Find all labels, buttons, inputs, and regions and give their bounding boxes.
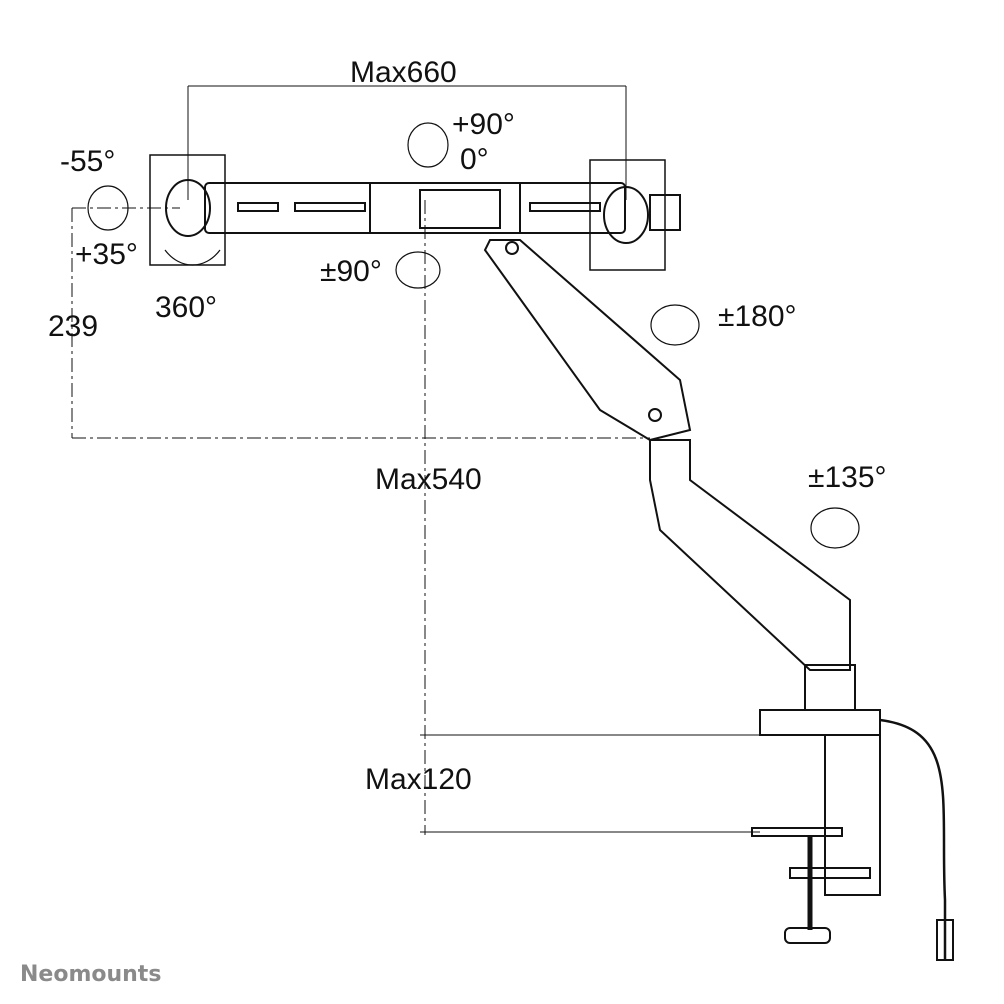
- dimension-lines: [71, 85, 760, 835]
- vesa-plate-left: [149, 154, 226, 266]
- max120-label: Max120: [365, 763, 472, 796]
- lower-arm-rotate-label: ±135°: [808, 461, 887, 494]
- swivel-plus90-label: +90°: [452, 108, 515, 141]
- rotation-arrows: [87, 122, 860, 549]
- max540-label: Max540: [375, 463, 482, 496]
- upper-arm: [483, 239, 692, 442]
- desk-clamp: [751, 709, 954, 961]
- neomounts-logo: Neomounts: [20, 962, 162, 987]
- vesa-plate-right: [589, 159, 681, 271]
- swivel-zero-label: 0°: [460, 143, 489, 176]
- upper-arm-rotate-label: ±180°: [718, 300, 797, 333]
- bar-rotate-label: ±90°: [320, 255, 382, 288]
- tilt-down-label: +35°: [75, 238, 138, 271]
- max660-label: Max660: [350, 56, 457, 89]
- crossbar: [204, 182, 626, 234]
- height-239-label: 239: [48, 310, 99, 343]
- tilt-up-label: -55°: [60, 145, 116, 178]
- rotate-360-label: 360°: [155, 291, 218, 324]
